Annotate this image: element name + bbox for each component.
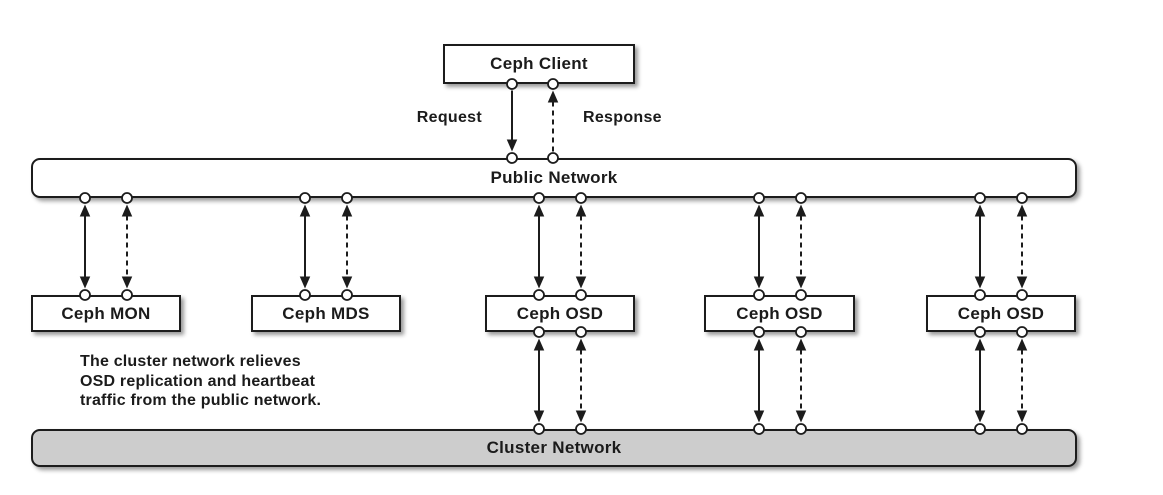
- node-ceph-osd-1-label: Ceph OSD: [516, 303, 604, 323]
- arrowhead-down: [299, 276, 311, 289]
- node-ceph-osd-2-label: Ceph OSD: [736, 303, 823, 323]
- arrowhead-down: [575, 276, 587, 289]
- public-network-bar: Public Network: [31, 158, 1077, 198]
- node-ceph-mon: Ceph MON: [31, 295, 181, 332]
- arrowhead-down: [974, 276, 986, 289]
- arrowhead-down: [79, 276, 91, 289]
- arrowhead-up: [795, 338, 807, 351]
- node-ceph-osd-2: Ceph OSD: [704, 295, 855, 332]
- arrowhead-down: [753, 410, 765, 423]
- cluster-network-note: The cluster network relieves OSD replica…: [80, 352, 380, 411]
- arrowhead-up: [1016, 204, 1028, 217]
- arrowhead-down: [121, 276, 133, 289]
- response-label: Response: [583, 109, 662, 126]
- arrowhead-up: [341, 204, 353, 217]
- node-ceph-mon-label: Ceph MON: [61, 303, 151, 323]
- arrowhead-down: [533, 410, 545, 423]
- request-label: Request: [416, 109, 482, 126]
- arrowhead-up: [1016, 338, 1028, 351]
- arrowhead-up: [753, 338, 765, 351]
- arrowhead-up: [299, 204, 311, 217]
- node-ceph-mds-label: Ceph MDS: [282, 303, 370, 323]
- arrowhead-down: [1016, 276, 1028, 289]
- note-line-2: OSD replication and heartbeat: [80, 372, 316, 390]
- node-ceph-mds: Ceph MDS: [251, 295, 401, 332]
- public-network-label: Public Network: [490, 168, 618, 187]
- cluster-network-label: Cluster Network: [486, 438, 622, 457]
- note-line-1: The cluster network relieves: [80, 353, 301, 370]
- note-line-3: traffic from the public network.: [80, 392, 322, 409]
- node-ceph-osd-1: Ceph OSD: [485, 295, 635, 332]
- arrowhead-up: [974, 204, 986, 217]
- arrowhead-up: [79, 204, 91, 217]
- arrowhead-down: [974, 410, 986, 423]
- arrowhead-down: [795, 276, 807, 289]
- arrowhead-up: [575, 204, 587, 217]
- node-ceph-osd-3: Ceph OSD: [926, 295, 1076, 332]
- arrowhead-up: [974, 338, 986, 351]
- arrowhead-down: [506, 139, 518, 152]
- node-ceph-client-label: Ceph Client: [490, 54, 588, 73]
- arrowhead-up: [533, 204, 545, 217]
- cluster-network-bar: Cluster Network: [31, 429, 1077, 467]
- arrowhead-up: [533, 338, 545, 351]
- node-ceph-client: Ceph Client: [443, 44, 635, 84]
- arrowhead-down: [753, 276, 765, 289]
- arrowhead-down: [1016, 410, 1028, 423]
- arrowhead-up: [121, 204, 133, 217]
- arrowhead-up: [547, 90, 559, 103]
- arrowhead-down: [575, 410, 587, 423]
- arrowhead-up: [753, 204, 765, 217]
- arrowhead-down: [533, 276, 545, 289]
- arrowhead-down: [795, 410, 807, 423]
- arrowhead-up: [575, 338, 587, 351]
- arrowhead-down: [341, 276, 353, 289]
- arrowhead-up: [795, 204, 807, 217]
- node-ceph-osd-3-label: Ceph OSD: [957, 303, 1045, 323]
